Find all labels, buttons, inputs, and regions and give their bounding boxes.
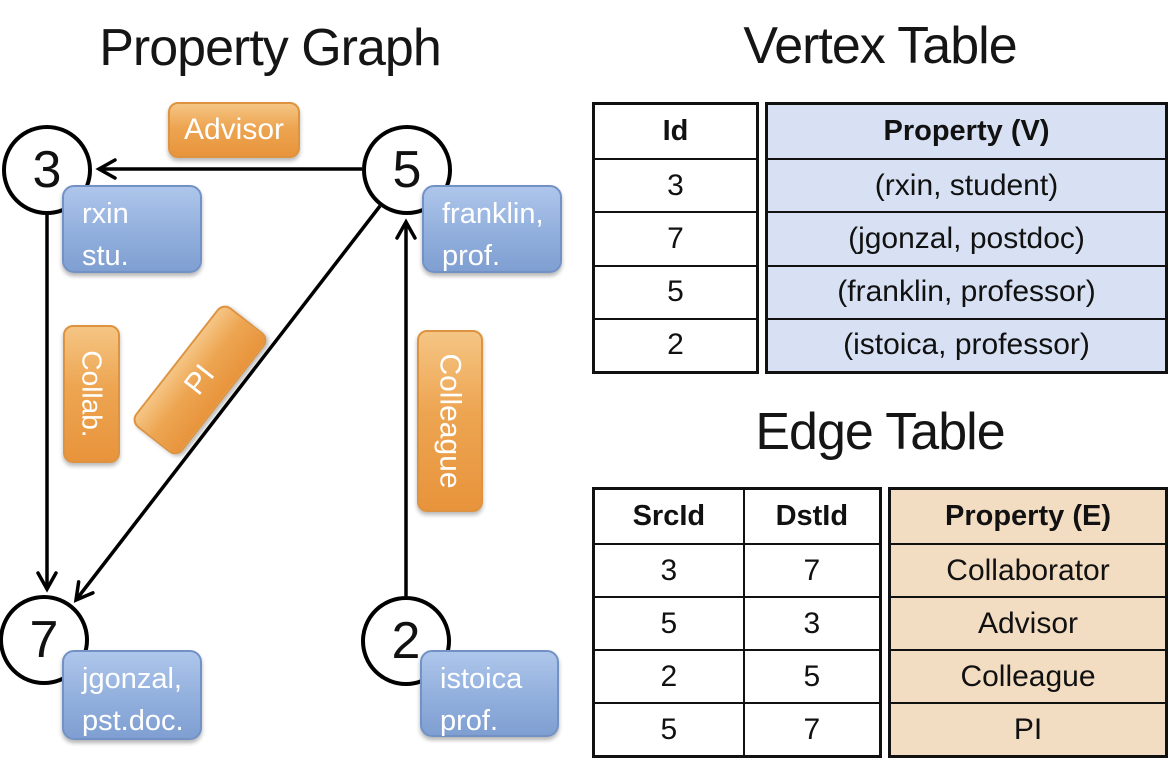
vertex-table-property-header: Property (V) [768,105,1165,159]
edge-table-srcid-cell: 3 [595,543,743,596]
vertex-table-id-column: Id 3 7 5 2 [592,102,759,374]
edge-table-dstid-cell: 7 [742,702,879,755]
vertex-table-property-cell: (jgonzal, postdoc) [768,211,1165,265]
edge-table-title: Edge Table [755,403,1005,461]
node-5-property-box: franklin, prof. [422,185,562,273]
node-2-property-box: istoica prof. [420,650,559,737]
node-7-property-box: jgonzal, pst.doc. [62,650,202,740]
vertex-table-property-cell: (rxin, student) [768,158,1165,212]
node-3-property-box: rxin stu. [62,185,202,273]
node-2-property-line2: prof. [440,705,499,737]
node-7-property-line1: jgonzal, [82,663,182,695]
node-5-id: 5 [392,141,422,199]
vertex-table-id-cell: 3 [595,158,756,211]
edge-table-srcid-cell: 5 [595,702,743,755]
edge-label-pi-text: PI [177,358,222,402]
edge-table-property-cell: PI [891,702,1165,755]
edge-table-srcid-cell: 2 [595,649,743,702]
vertex-table-title: Vertex Table [743,17,1017,75]
vertex-table-id-cell: 5 [595,264,756,318]
property-graph-title: Property Graph [99,19,442,77]
edge-table-dstid-cell: 5 [742,649,879,702]
edge-table-property-header: Property (E) [891,490,1165,543]
node-7-id: 7 [29,611,59,669]
edge-table-srcid-header: SrcId [632,500,706,532]
node-7-property-line2: pst.doc. [82,705,184,737]
edge-table-property-cell: Colleague [891,649,1165,702]
vertex-table-id-header: Id [662,115,689,148]
edge-pi-5-7 [73,204,382,603]
edge-label-collab: Collab. [63,325,120,463]
edge-table-property-cell: Collaborator [891,543,1165,596]
node-5-property-line2: prof. [442,240,501,272]
edge-label-colleague-text: Colleague [434,353,468,489]
edge-table-dstid-header: DstId [742,490,879,543]
vertex-table-property-cell: (franklin, professor) [768,264,1165,318]
vertex-table-id-cell: 7 [595,211,756,264]
node-2-id: 2 [391,612,421,670]
edge-label-advisor-text: Advisor [183,113,285,146]
edge-table-dstid-cell: 7 [742,543,879,596]
vertex-table-id-cell: 2 [595,317,756,371]
edge-table-property-column: Property (E) Collaborator Advisor Collea… [888,487,1168,758]
node-3-property-line1: rxin [82,198,129,230]
node-2-property-line1: istoica [440,663,523,695]
vertex-table-property-cell: (istoica, professor) [768,317,1165,371]
edge-label-advisor: Advisor [168,102,300,158]
node-3: 3 [2,125,92,215]
node-3-property-line2: stu. [82,240,129,272]
node-3-id: 3 [32,141,62,199]
edge-table-ids-columns: SrcId DstId 3 7 5 3 2 5 5 7 [592,487,882,758]
node-5-property-line1: franklin, [442,198,544,230]
edge-table-property-cell: Advisor [891,596,1165,649]
edge-table-dstid-cell: 3 [742,596,879,649]
edge-table-srcid-cell: 5 [595,596,743,649]
edge-label-collab-text: Collab. [76,350,108,438]
vertex-table-property-column: Property (V) (rxin, student) (jgonzal, p… [765,102,1168,374]
edge-label-colleague: Colleague [417,330,483,512]
